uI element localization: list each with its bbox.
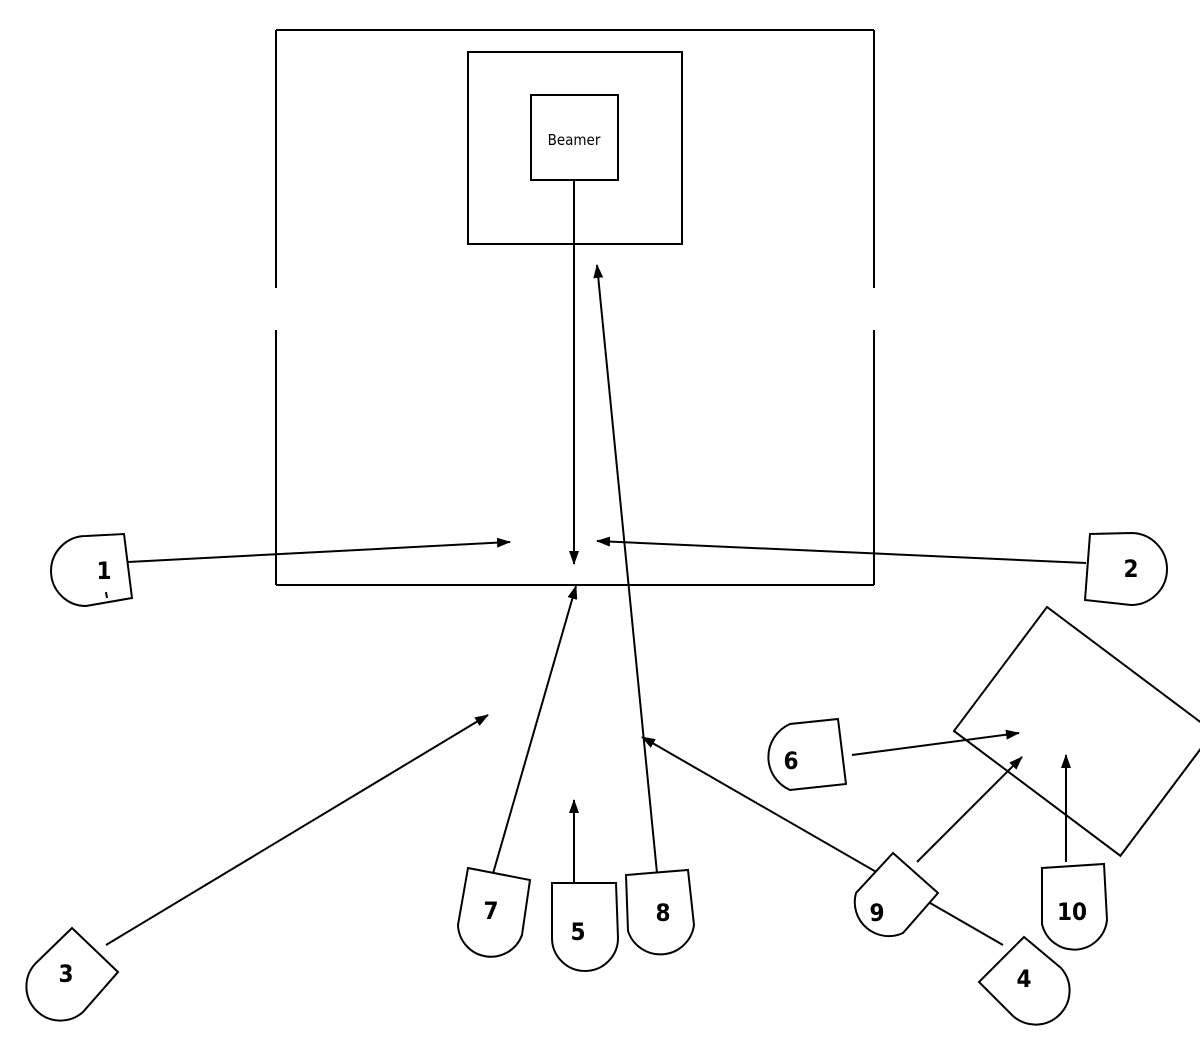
arrow-2 xyxy=(596,536,1087,564)
arrow-3 xyxy=(105,714,489,946)
beamer-label: Beamer xyxy=(548,131,601,149)
arrow-7 xyxy=(491,585,578,878)
camera-10-label: 10 xyxy=(1057,898,1087,926)
camera-1-label: 1 xyxy=(96,557,111,585)
camera-7-label: 7 xyxy=(483,897,498,925)
camera-4-label: 4 xyxy=(1016,965,1031,993)
camera-3: 3 xyxy=(25,926,120,1022)
camera-2-label: 2 xyxy=(1123,555,1138,583)
camera-6: 6 xyxy=(767,717,848,792)
room-outline xyxy=(275,29,875,586)
camera-1: 1 xyxy=(50,532,134,608)
camera-8-label: 8 xyxy=(655,899,670,927)
camera-9: 9 xyxy=(853,851,940,938)
arrow-9 xyxy=(916,756,1023,863)
camera-directions xyxy=(105,180,1087,946)
arrow-8 xyxy=(593,264,658,874)
camera-7: 7 xyxy=(456,866,532,958)
camera-6-label: 6 xyxy=(783,747,798,775)
camera-5: 5 xyxy=(551,882,620,972)
arrow-1 xyxy=(127,537,511,563)
table-box xyxy=(952,605,1200,858)
camera-8: 8 xyxy=(624,868,696,956)
camera-2: 2 xyxy=(1083,531,1168,607)
camera-10: 10 xyxy=(1041,862,1109,951)
camera-9-label: 9 xyxy=(869,899,884,927)
arrow-6 xyxy=(851,729,1020,756)
camera-4: 4 xyxy=(977,935,1071,1026)
arrow-4 xyxy=(641,736,1004,946)
camera-3-label: 3 xyxy=(58,960,73,988)
camera-5-label: 5 xyxy=(570,918,585,946)
camera-1-tick xyxy=(105,591,108,599)
